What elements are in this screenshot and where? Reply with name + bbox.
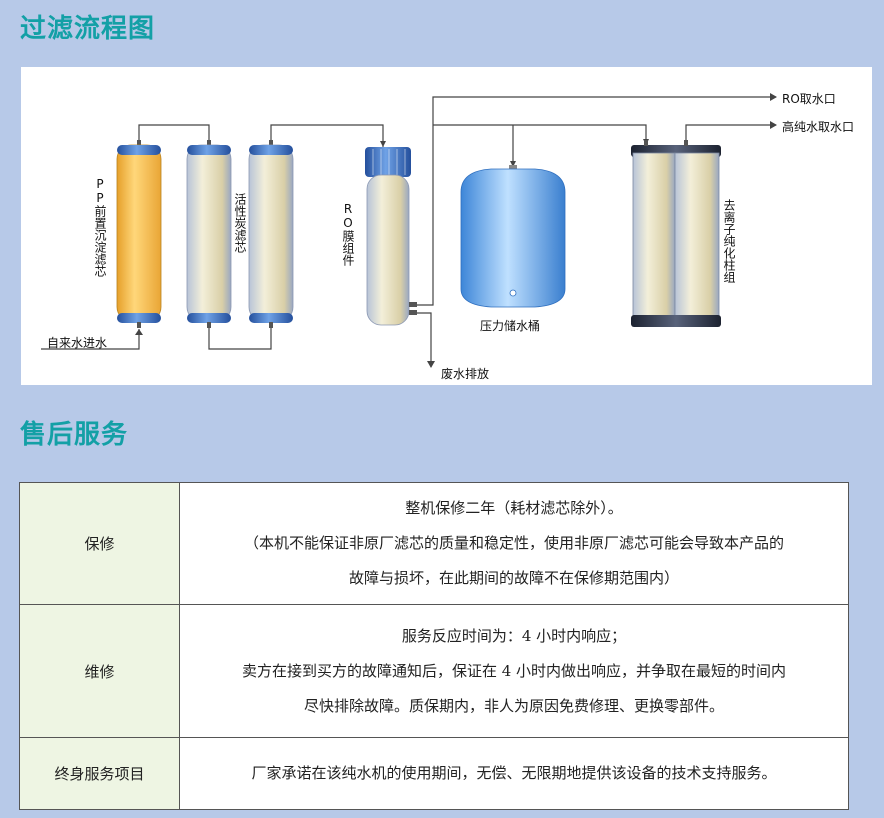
row-label: 终身服务项目 xyxy=(19,737,180,810)
row-description: 整机保修二年（耗材滤芯除外）。 （本机不能保证非原厂滤芯的质量和稳定性，使用非原… xyxy=(179,482,849,605)
deionizer-label: 去离子纯化柱组 xyxy=(722,199,736,283)
carbon-filter-label: 活性炭滤芯 xyxy=(233,193,247,253)
pipe-waste xyxy=(417,312,432,367)
pressure-tank-label: 压力储水桶 xyxy=(480,319,541,333)
desc-line: 整机保修二年（耗材滤芯除外）。 xyxy=(405,499,623,517)
table-row-lifetime-service: 终身服务项目 厂家承诺在该纯水机的使用期间，无偿、无限期地提供该设备的技术支持服… xyxy=(19,737,849,810)
desc-line: 厂家承诺在该纯水机的使用期间，无偿、无限期地提供该设备的技术支持服务。 xyxy=(251,764,777,782)
pp-filter-label: PP前置沉淀滤芯 xyxy=(93,177,107,277)
pipe-tap-inlet xyxy=(41,329,140,350)
pipes xyxy=(41,96,776,367)
carbon-filter-cartridge-2 xyxy=(248,140,294,328)
desc-line: 故障与损坏，在此期间的故障不在保修期范围内） xyxy=(348,569,679,587)
diagram-graphics xyxy=(41,93,777,368)
row-label: 保修 xyxy=(19,482,180,605)
pressure-tank xyxy=(460,165,566,308)
pipe-to-deionizer xyxy=(433,124,647,145)
ro-membrane-housing xyxy=(365,147,417,326)
desc-line: 卖方在接到买方的故障通知后，保证在 4 小时内做出响应，并争取在最短的时间内 xyxy=(241,661,787,680)
pipe-pp-to-carbon1 xyxy=(138,124,210,143)
pp-filter-cartridge xyxy=(116,140,162,328)
deionizer-columns xyxy=(631,140,721,327)
waste-outlet-label: 废水排放 xyxy=(441,367,490,381)
pipe-ro-outlet xyxy=(417,96,776,306)
filtration-diagram: PP前置沉淀滤芯 活性炭滤芯 RO膜组件 去离子纯化柱组 压力储水桶 自来水进水… xyxy=(21,67,872,385)
carbon-filter-cartridge-1 xyxy=(186,140,232,328)
pure-outlet-label: 高纯水取水口 xyxy=(782,120,855,134)
desc-line: 尽快排除故障。质保期内，非人为原因免费修理、更换零部件。 xyxy=(303,696,724,715)
service-table: 保修 整机保修二年（耗材滤芯除外）。 （本机不能保证非原厂滤芯的质量和稳定性，使… xyxy=(19,482,849,810)
after-sales-heading: 售后服务 xyxy=(20,420,129,450)
ro-outlet-label: RO取水口 xyxy=(782,92,836,106)
row-description: 厂家承诺在该纯水机的使用期间，无偿、无限期地提供该设备的技术支持服务。 xyxy=(179,737,849,810)
table-row-repair: 维修 服务反应时间为：4 小时内响应； 卖方在接到买方的故障通知后，保证在 4 … xyxy=(19,604,849,738)
ro-membrane-label: RO膜组件 xyxy=(341,202,355,266)
process-heading: 过滤流程图 xyxy=(20,14,156,44)
pipe-pure-outlet xyxy=(685,124,776,145)
pipe-carbon1-to-carbon2 xyxy=(208,323,272,350)
table-row-warranty: 保修 整机保修二年（耗材滤芯除外）。 （本机不能保证非原厂滤芯的质量和稳定性，使… xyxy=(19,482,849,605)
tap-inlet-label: 自来水进水 xyxy=(47,336,108,350)
row-description: 服务反应时间为：4 小时内响应； 卖方在接到买方的故障通知后，保证在 4 小时内… xyxy=(179,604,849,738)
pipe-carbon2-to-ro xyxy=(270,124,384,147)
row-label: 维修 xyxy=(19,604,180,738)
desc-line: （本机不能保证非原厂滤芯的质量和稳定性，使用非原厂滤芯可能会导致本产品的 xyxy=(243,534,784,552)
desc-line: 服务反应时间为：4 小时内响应； xyxy=(401,626,627,645)
